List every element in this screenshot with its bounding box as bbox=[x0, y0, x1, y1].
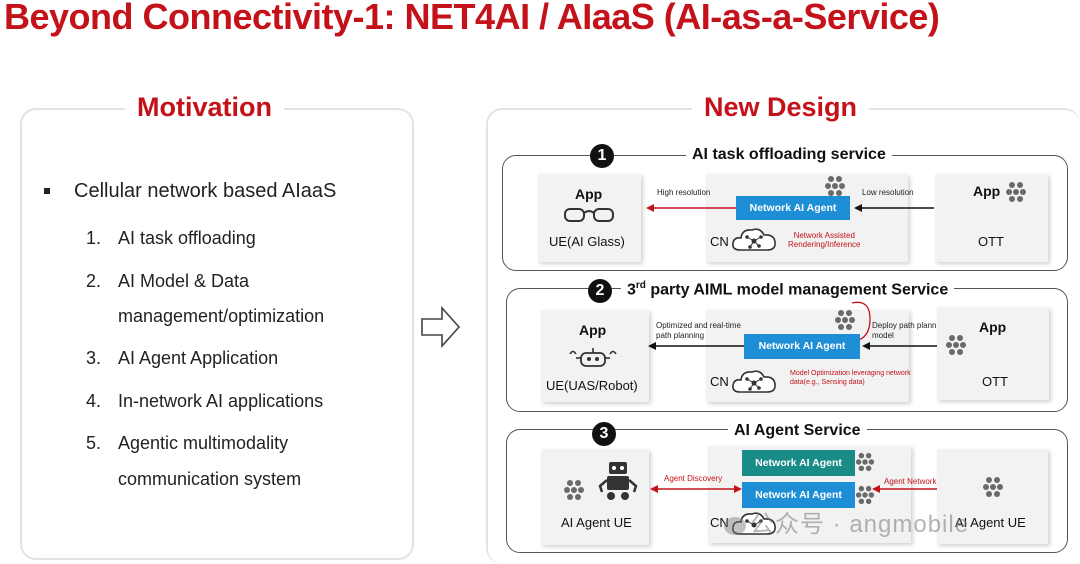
high-resolution-label: High resolution bbox=[657, 188, 711, 197]
cn-label: CN bbox=[710, 374, 729, 389]
row2-note: Model Optimization leveraging network da… bbox=[790, 369, 911, 387]
row1-title: AI task offloading service bbox=[686, 146, 892, 164]
title-rest: party AIML model management Service bbox=[645, 281, 949, 299]
note-line: Deploy path planning bbox=[872, 321, 948, 330]
model-icon bbox=[1006, 182, 1026, 202]
ue-app-label: App bbox=[575, 186, 603, 202]
bullet-text: Cellular network based AIaaS bbox=[74, 180, 337, 202]
agent-ue-right-label: AI Agent UE bbox=[955, 515, 1026, 530]
step-number-3: 3 bbox=[592, 422, 616, 446]
cloud-network-icon bbox=[732, 228, 776, 251]
cloud-network-icon bbox=[732, 370, 776, 393]
list-text-cont: management/optimization bbox=[118, 306, 325, 326]
ott-app-label: App bbox=[973, 183, 1001, 199]
row1-arrows bbox=[646, 204, 934, 212]
list-number: 5. bbox=[86, 433, 102, 453]
agent-ue-box-right bbox=[937, 449, 1048, 544]
row1-note: Network Assisted Rendering/Inference bbox=[788, 231, 861, 249]
list-number: 4. bbox=[86, 391, 102, 411]
row2-arrows bbox=[648, 342, 940, 350]
ott-label: OTT bbox=[982, 374, 1008, 389]
new-design-heading: New Design bbox=[692, 92, 870, 123]
agent-ue-box bbox=[541, 449, 649, 545]
cn-label: CN bbox=[710, 515, 729, 530]
title-prefix: 3 bbox=[627, 281, 636, 299]
step-number-1: 1 bbox=[590, 144, 614, 168]
agent-ue-label: AI Agent UE bbox=[561, 515, 632, 530]
ott-label: OTT bbox=[978, 234, 1004, 249]
network-ai-agent: Network AI Agent bbox=[744, 334, 860, 359]
list-text: AI task offloading bbox=[118, 228, 256, 248]
row3-title: AI Agent Service bbox=[728, 422, 867, 440]
network-ai-agent-bottom: Network AI Agent bbox=[742, 482, 855, 508]
list-text-cont: communication system bbox=[118, 469, 302, 489]
note-line: Rendering/Inference bbox=[788, 240, 861, 249]
bullet-marker bbox=[44, 188, 50, 194]
row2-right-note: Deploy path planning model bbox=[872, 321, 947, 341]
note-line: model bbox=[872, 331, 894, 340]
ue-app-label: App bbox=[579, 322, 607, 338]
network-ai-agent: Network AI Agent bbox=[736, 196, 850, 220]
robot-icon bbox=[598, 462, 638, 500]
note-line: data(e.g., Sensing data) bbox=[790, 379, 865, 386]
row2-title: 3rd party AIML model management Service bbox=[621, 280, 955, 300]
motivation-heading: Motivation bbox=[125, 92, 284, 123]
wechat-icon bbox=[724, 516, 746, 535]
model-icon bbox=[946, 335, 966, 355]
note-line: path planning bbox=[656, 331, 705, 340]
ott-box-1 bbox=[935, 174, 1048, 262]
note-line: Model Optimization leveraging network bbox=[790, 370, 911, 377]
ai-glass-icon bbox=[564, 208, 614, 222]
title-sup: rd bbox=[635, 280, 646, 291]
list-text: AI Model & Data bbox=[118, 271, 250, 291]
ue-box-2 bbox=[541, 310, 649, 402]
list-text: In-network AI applications bbox=[118, 391, 324, 411]
step-number-2: 2 bbox=[588, 279, 612, 303]
watermark-text: 公众号 · angmobile bbox=[724, 504, 969, 539]
watermark-label: 公众号 · angmobile bbox=[750, 511, 970, 538]
list-number: 3. bbox=[86, 348, 102, 368]
slide-title: Beyond Connectivity-1: NET4AI / AIaaS (A… bbox=[4, 0, 940, 37]
agent-networking-label: Agent Networking bbox=[884, 477, 948, 486]
list-text: Agentic multimodality bbox=[118, 433, 289, 453]
model-icon bbox=[855, 485, 875, 505]
list-number: 1. bbox=[86, 228, 102, 248]
model-icon bbox=[825, 176, 845, 196]
note-line: Optimized and real-time bbox=[656, 321, 741, 330]
list-text: AI Agent Application bbox=[118, 348, 279, 368]
cn-label: CN bbox=[710, 234, 729, 249]
row2-left-note: Optimized and real-time path planning bbox=[656, 321, 741, 341]
model-icon bbox=[855, 452, 875, 472]
note-line: Network Assisted bbox=[793, 231, 855, 240]
model-icon bbox=[835, 310, 855, 330]
robot-drone-icon bbox=[569, 348, 617, 367]
motivation-panel bbox=[20, 108, 414, 560]
ott-app-label: App bbox=[979, 319, 1007, 335]
network-ai-agent-top: Network AI Agent bbox=[742, 450, 855, 476]
low-resolution-label: Low resolution bbox=[862, 188, 914, 197]
model-icon bbox=[983, 477, 1003, 497]
model-icon bbox=[564, 480, 584, 500]
cloud-network-icon bbox=[732, 512, 776, 535]
list-number: 2. bbox=[86, 271, 102, 291]
transition-arrow-icon bbox=[421, 305, 461, 349]
ue-box-1 bbox=[538, 174, 641, 262]
agent-discovery-label: Agent Discovery bbox=[664, 474, 723, 483]
ott-box-2 bbox=[937, 307, 1049, 400]
ue-label: UE(UAS/Robot) bbox=[546, 378, 638, 393]
ue-label: UE(AI Glass) bbox=[549, 234, 625, 249]
